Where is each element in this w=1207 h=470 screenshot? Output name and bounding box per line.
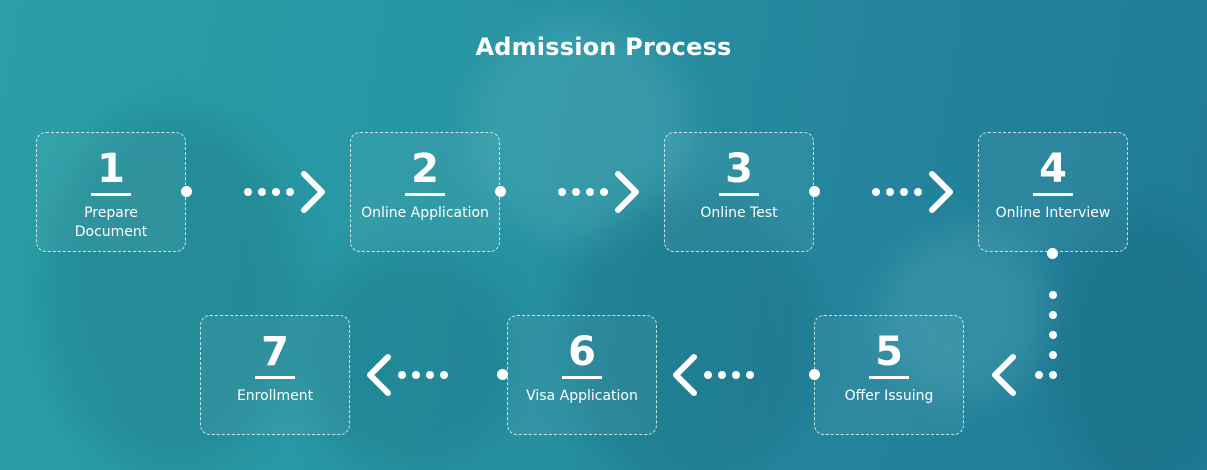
left-arrow-icon	[673, 354, 754, 396]
down-left-arrow-icon	[992, 291, 1057, 396]
step-number: 3	[719, 147, 759, 196]
step-label: Visa Application	[526, 388, 638, 404]
step-label: Prepare Document	[74, 205, 148, 240]
background-photo-shape	[1050, 210, 1207, 470]
connector-dot	[495, 186, 506, 197]
connector-dot	[809, 186, 820, 197]
connector-dot	[497, 369, 508, 380]
step-number: 2	[405, 147, 445, 196]
step-label: Online Application	[361, 205, 489, 221]
step-label: Enrollment	[236, 388, 314, 404]
connector-dot	[1047, 248, 1058, 259]
step-label: Online Interview	[995, 205, 1111, 221]
left-arrow-icon	[367, 354, 448, 396]
step-1-box: 1 Prepare Document	[36, 132, 186, 252]
step-number: 7	[255, 330, 295, 379]
step-number: 4	[1033, 147, 1073, 196]
step-4-box: 4 Online Interview	[978, 132, 1128, 252]
step-label: Offer Issuing	[844, 388, 934, 404]
step-5-box: 5 Offer Issuing	[814, 315, 964, 435]
step-3-box: 3 Online Test	[664, 132, 814, 252]
step-label: Online Test	[700, 205, 778, 221]
section-title: Admission Process	[475, 33, 732, 61]
step-6-box: 6 Visa Application	[507, 315, 657, 435]
connector-dot	[809, 369, 820, 380]
right-arrow-icon	[244, 171, 325, 213]
step-number: 6	[562, 330, 602, 379]
step-2-box: 2 Online Application	[350, 132, 500, 252]
right-arrow-icon	[872, 171, 953, 213]
background-photo-shape	[560, 190, 820, 470]
background-photo-shape	[300, 250, 520, 470]
step-number: 5	[869, 330, 909, 379]
background-photo-shape	[470, 20, 690, 240]
background-photo-shape	[40, 110, 300, 470]
step-7-box: 7 Enrollment	[200, 315, 350, 435]
step-number: 1	[91, 147, 131, 196]
right-arrow-icon	[558, 171, 639, 213]
connector-dot	[181, 186, 192, 197]
